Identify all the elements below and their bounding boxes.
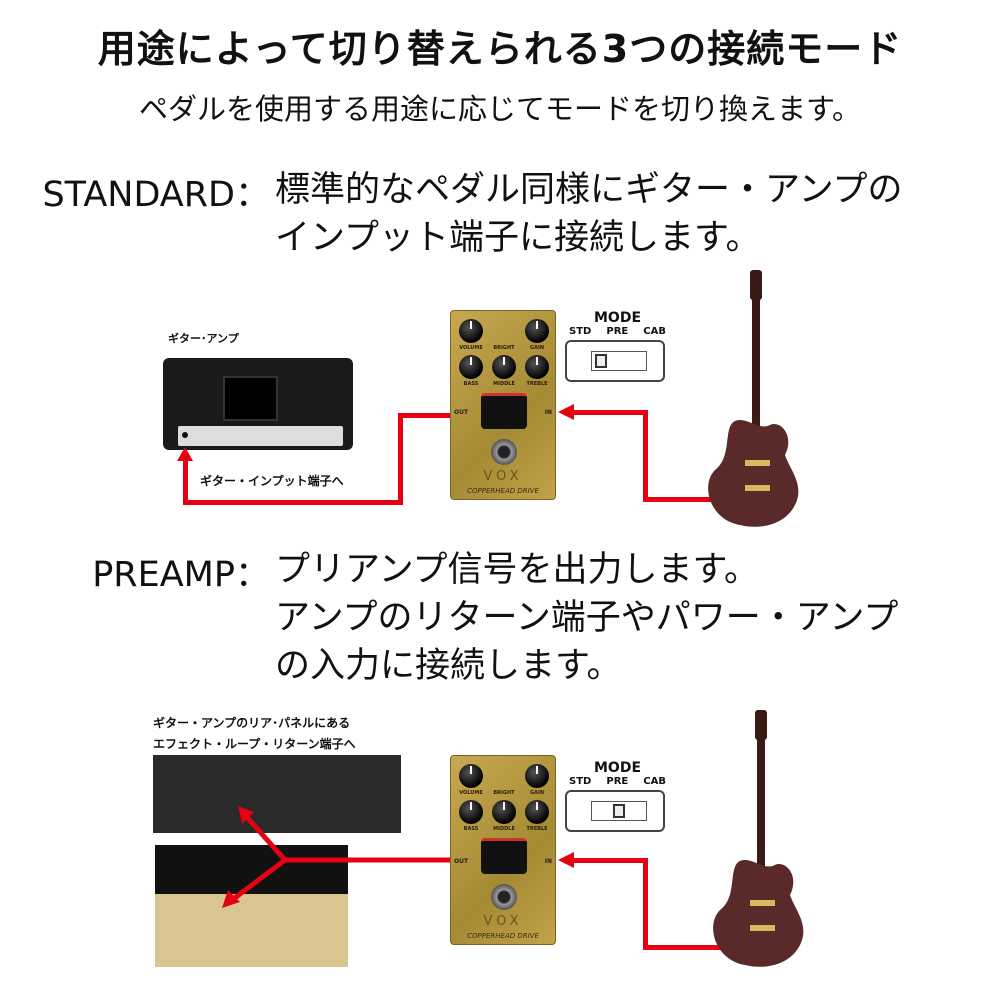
- knob-label-bright: BRIGHT: [493, 345, 515, 351]
- amp-rear-panel-image: [153, 755, 401, 833]
- preamp-line-3: の入力に接続します。: [275, 646, 622, 686]
- pedal-image: VOLUME BRIGHT GAIN BASS MIDDLE TREBLE OU…: [450, 755, 556, 945]
- out-jack-label: OUT: [454, 858, 469, 865]
- gain-knob: [525, 319, 549, 343]
- mode-option-std: STD: [569, 326, 592, 337]
- volume-knob: [459, 319, 483, 343]
- pedal-image: VOLUME BRIGHT GAIN BASS MIDDLE TREBLE OU…: [450, 310, 556, 500]
- mode-switch-standard: MODE STD PRE CAB: [565, 310, 670, 382]
- middle-knob: [492, 355, 516, 379]
- treble-knob: [525, 800, 549, 824]
- mode-option-pre: PRE: [606, 776, 629, 787]
- knob-label-middle: MIDDLE: [493, 381, 515, 387]
- pedal-name: COPPERHEAD DRIVE: [467, 932, 539, 940]
- mode-option-std: STD: [569, 776, 592, 787]
- volume-knob: [459, 764, 483, 788]
- page-title: 用途によって切り替えられる3つの接続モード: [97, 27, 903, 71]
- amp-back-image: [155, 845, 348, 967]
- mode-option-pre: PRE: [606, 326, 629, 337]
- return-label-line-2: エフェクト・ループ・リターン端子へ: [153, 737, 356, 751]
- knob-label-middle: MIDDLE: [493, 826, 515, 832]
- arrow-up-icon: [177, 447, 193, 461]
- knob-label-bright: BRIGHT: [493, 790, 515, 796]
- pedal-brand: VOX: [483, 914, 523, 929]
- pedal-brand: VOX: [483, 469, 523, 484]
- preamp-description: プリアンプ信号を出力します。 アンプのリターン端子やパワー・アンプ の入力に接続…: [275, 546, 898, 690]
- knob-label-bass: BASS: [463, 826, 479, 832]
- knob-label-treble: TREBLE: [526, 826, 548, 832]
- arrow-left-icon: [558, 852, 574, 868]
- middle-knob: [492, 800, 516, 824]
- preamp-label: PREAMP：: [92, 555, 270, 595]
- return-arrows: [222, 806, 450, 908]
- knob-label-bass: BASS: [463, 381, 479, 387]
- knob-label-volume: VOLUME: [459, 790, 483, 796]
- return-jack-label: ギター・アンプのリア･パネルにある エフェクト・ループ・リターン端子へ: [153, 713, 356, 755]
- guitar-amp-image: [163, 358, 353, 450]
- input-jack-label: ギター・インプット端子へ: [200, 474, 344, 488]
- standard-label: STANDARD：: [42, 175, 270, 215]
- preamp-line-2: アンプのリターン端子やパワー・アンプ: [275, 598, 899, 638]
- return-label-line-1: ギター・アンプのリア･パネルにある: [153, 716, 351, 730]
- mode-option-cab: CAB: [643, 776, 666, 787]
- gain-knob: [525, 764, 549, 788]
- knob-label-gain: GAIN: [529, 790, 545, 796]
- bass-knob: [459, 800, 483, 824]
- mode-switch-preamp: MODE STD PRE CAB: [565, 760, 670, 832]
- in-jack-label: IN: [544, 409, 552, 416]
- mode-title: MODE: [593, 310, 642, 326]
- amp-input-jack: [182, 432, 188, 438]
- arrow-left-icon: [558, 404, 574, 420]
- preamp-line-1: プリアンプ信号を出力します。: [275, 550, 760, 590]
- subtitle: ペダルを使用する用途に応じてモードを切り換えます。: [138, 92, 862, 126]
- mode-title: MODE: [593, 760, 642, 776]
- knob-label-volume: VOLUME: [459, 345, 483, 351]
- out-jack-label: OUT: [454, 409, 469, 416]
- treble-knob: [525, 355, 549, 379]
- guitar-image: [713, 710, 804, 967]
- knob-label-gain: GAIN: [529, 345, 545, 351]
- knob-label-treble: TREBLE: [526, 381, 548, 387]
- amp-label: ギター･アンプ: [168, 332, 239, 345]
- standard-line-2: インプット端子に接続します。: [275, 218, 761, 258]
- mode-option-cab: CAB: [643, 326, 666, 337]
- bass-knob: [459, 355, 483, 379]
- standard-line-1: 標準的なペダル同様にギター・アンプの: [275, 170, 903, 210]
- guitar-image: [708, 270, 799, 527]
- pedal-name: COPPERHEAD DRIVE: [467, 487, 539, 495]
- in-jack-label: IN: [544, 858, 552, 865]
- standard-description: 標準的なペダル同様にギター・アンプの インプット端子に接続します。: [275, 166, 903, 262]
